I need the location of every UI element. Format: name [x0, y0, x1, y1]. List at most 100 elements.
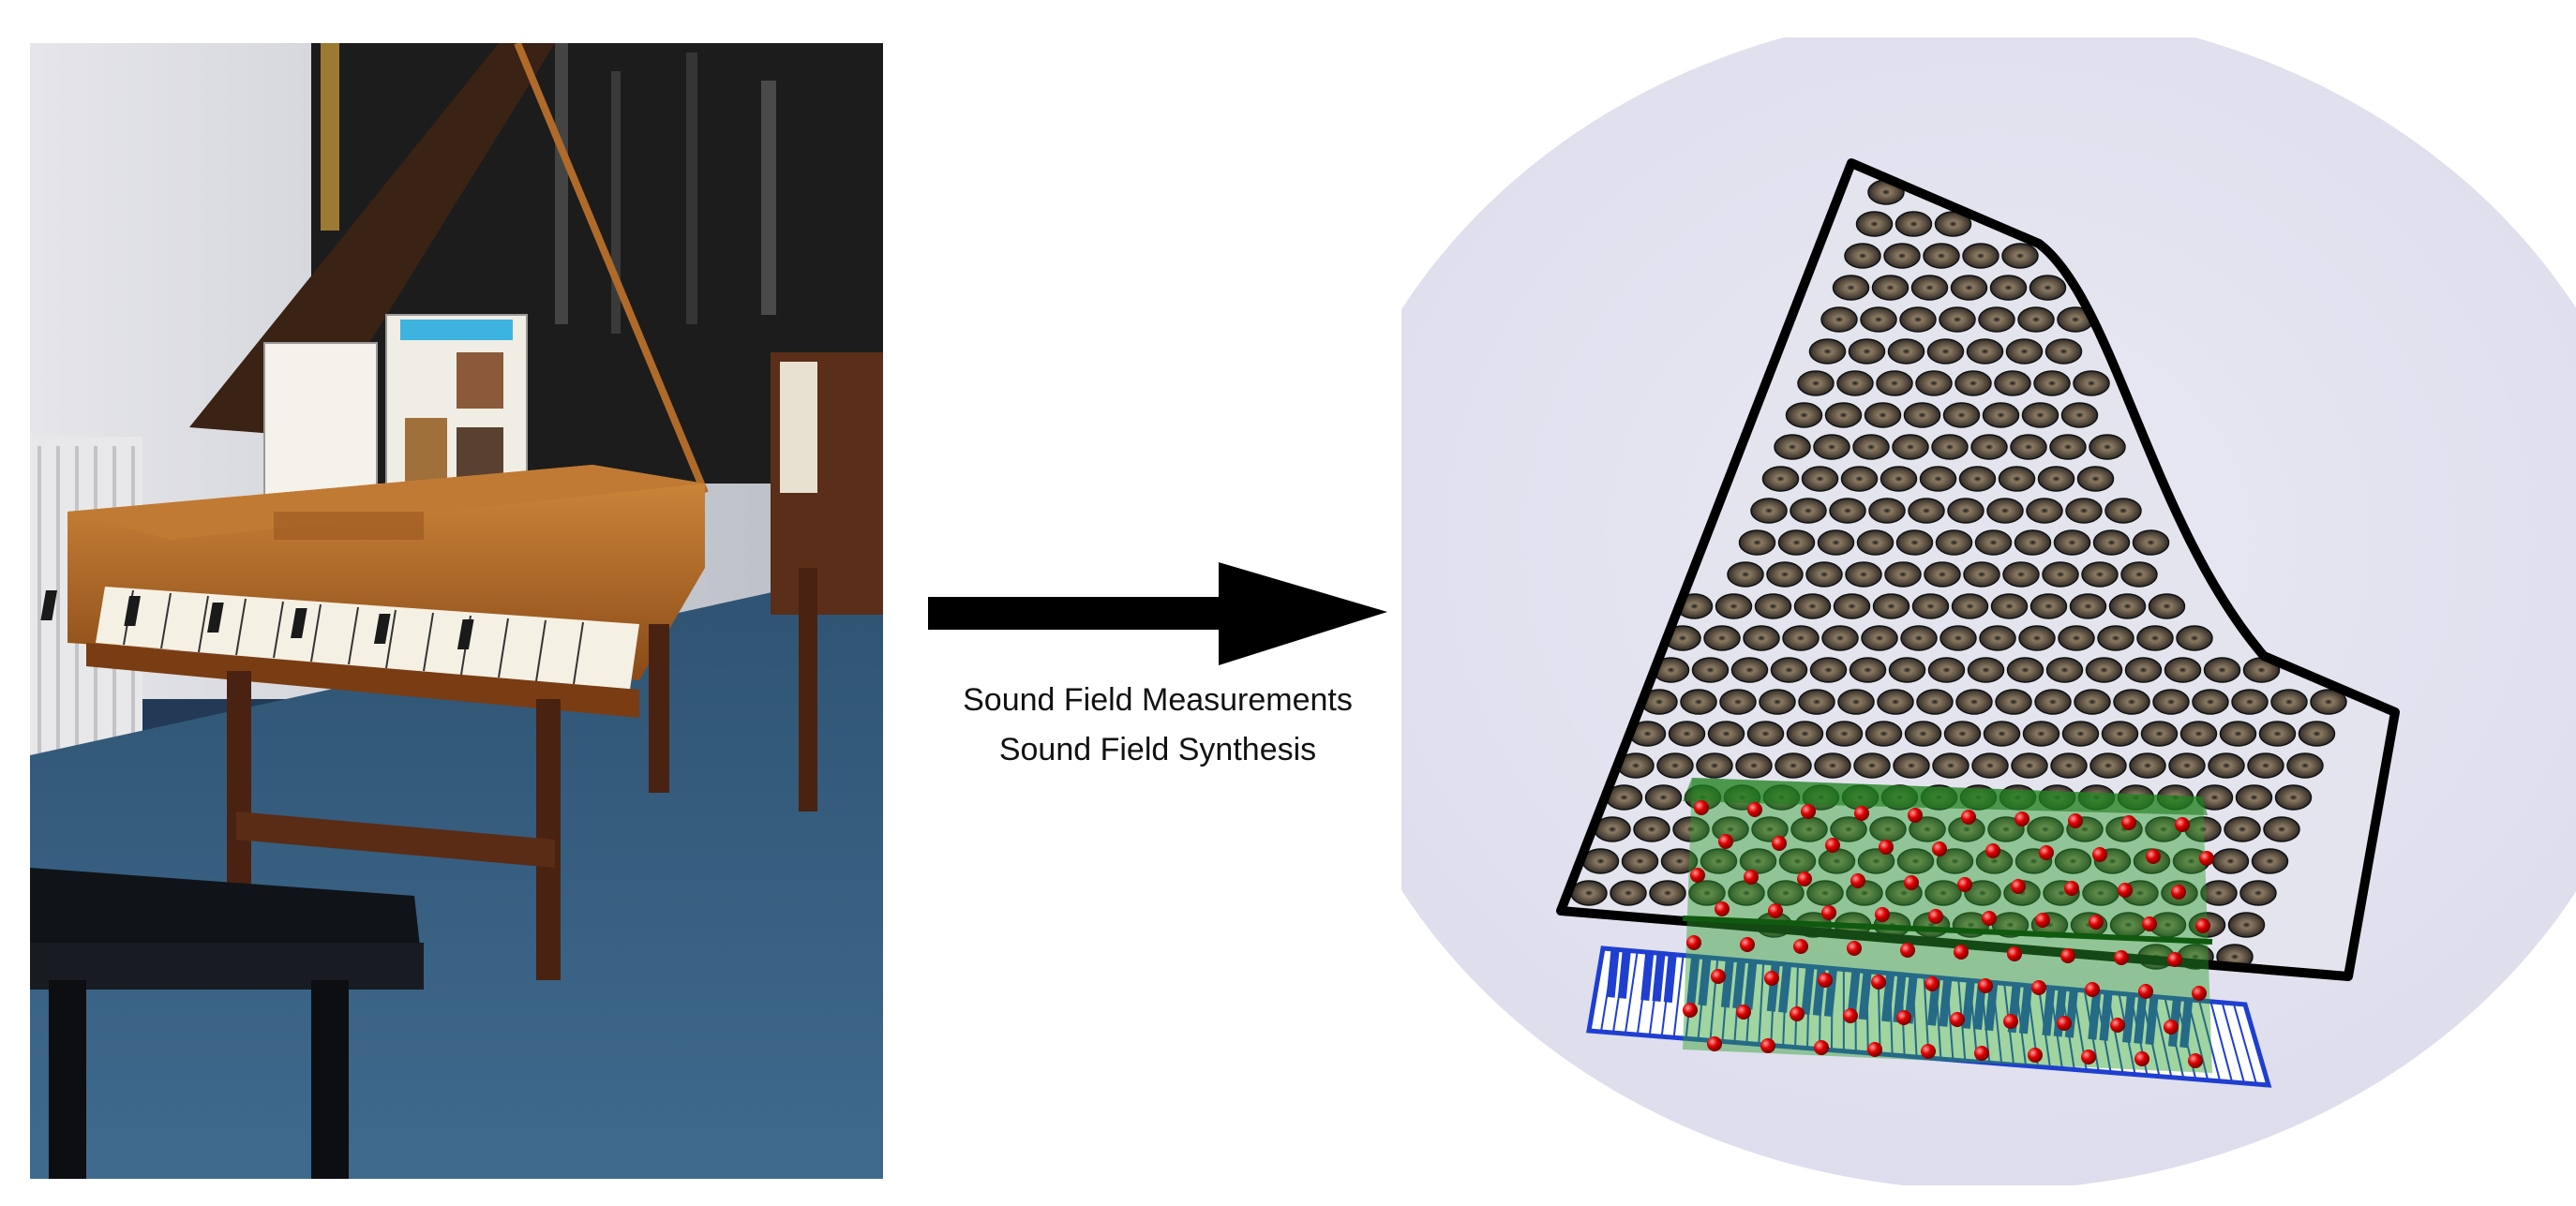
keyboard-black-key	[1744, 960, 1758, 1010]
keyboard-black-key	[2088, 990, 2102, 1040]
loudspeaker	[1814, 752, 1851, 779]
loudspeaker	[1876, 370, 1913, 396]
loudspeaker	[1813, 434, 1850, 460]
loudspeaker	[2005, 338, 2044, 365]
loudspeaker	[1877, 689, 1914, 715]
measurement-point	[1793, 939, 1808, 954]
loudspeaker	[2104, 498, 2142, 524]
keyboard-key-line	[1624, 951, 1639, 1035]
loudspeaker	[1871, 275, 1910, 301]
loudspeaker	[1888, 657, 1926, 683]
loudspeaker	[1830, 816, 1867, 842]
loudspeaker	[2027, 816, 2064, 842]
loudspeaker	[1883, 243, 1921, 269]
measurement-point	[2175, 817, 2190, 832]
loudspeaker	[1746, 721, 1785, 747]
loudspeaker	[1978, 306, 2015, 333]
loudspeaker	[1895, 211, 1933, 237]
loudspeaker	[1808, 338, 1847, 365]
measurement-point	[2057, 1016, 2072, 1031]
loudspeaker	[1797, 370, 1835, 396]
loudspeaker	[2200, 880, 2238, 906]
measurement-point	[1985, 843, 2000, 858]
loudspeaker	[1970, 434, 2008, 460]
loudspeaker	[1892, 434, 1929, 460]
measurement-point	[2014, 811, 2029, 826]
loudspeaker	[1967, 657, 2005, 683]
loudspeaker	[1990, 593, 2029, 619]
loudspeaker	[1778, 848, 1817, 874]
loudspeaker	[1971, 752, 2009, 779]
loudspeaker	[2001, 243, 2039, 269]
loudspeaker	[1974, 529, 2013, 556]
measurement-point	[2092, 847, 2107, 862]
measurement-point	[1896, 1010, 1911, 1025]
keyboard-key-line	[2221, 1002, 2246, 1084]
loudspeaker	[1833, 593, 1871, 619]
loudspeaker	[2017, 306, 2055, 333]
loudspeaker	[1896, 848, 1935, 874]
measurement-point	[1686, 935, 1701, 950]
loudspeaker	[1633, 816, 1670, 842]
loudspeaker	[1904, 721, 1942, 747]
loudspeaker	[2148, 593, 2186, 619]
loudspeaker	[2026, 498, 2063, 524]
keyboard-black-key	[2053, 988, 2067, 1037]
loudspeaker	[1982, 402, 2020, 428]
loudspeaker	[2263, 816, 2300, 842]
loudspeaker	[1837, 689, 1875, 715]
loudspeaker	[1994, 370, 2031, 396]
loudspeaker	[2002, 561, 2040, 588]
loudspeaker	[1872, 593, 1910, 619]
loudspeaker	[1644, 784, 1683, 811]
loudspeaker	[1660, 848, 1699, 874]
loudspeaker	[1691, 657, 1730, 683]
loudspeaker	[2073, 370, 2110, 396]
loudspeaker	[2021, 402, 2059, 428]
loudspeaker	[1832, 275, 1870, 301]
keyboard-black-key	[1893, 974, 1907, 1023]
measurement-point	[2085, 982, 2100, 997]
piano-photo	[30, 43, 883, 1179]
loudspeaker	[1820, 306, 1858, 333]
loudspeaker	[1668, 721, 1706, 747]
measurement-point	[2188, 1053, 2203, 1068]
loudspeaker	[1887, 338, 1925, 365]
loudspeaker	[2034, 689, 2072, 715]
loudspeaker	[1895, 529, 1934, 556]
loudspeaker	[2113, 689, 2150, 715]
measurement-point	[1854, 806, 1869, 821]
measurement-point	[1843, 1008, 1858, 1023]
loudspeaker	[2227, 912, 2266, 938]
loudspeaker	[2085, 657, 2123, 683]
keyboard-black-key	[2042, 987, 2056, 1036]
loudspeaker	[1786, 721, 1824, 747]
caption-synthesis: Sound Field Synthesis	[998, 732, 1317, 767]
loudspeaker	[1848, 338, 1886, 365]
keyboard-key-line	[1672, 955, 1685, 1038]
keyboard-key-line	[1794, 965, 1799, 1048]
measurement-point	[2007, 946, 2022, 961]
measurement-point	[1982, 911, 1997, 926]
measurement-point	[1715, 901, 1730, 916]
loudspeaker	[2006, 657, 2044, 683]
loudspeaker	[1775, 752, 1812, 779]
loudspeaker	[2108, 593, 2147, 619]
loudspeaker	[1672, 816, 1710, 842]
loudspeaker	[1884, 561, 1922, 588]
loudspeaker	[2132, 529, 2170, 556]
measurement-point	[1879, 840, 1894, 855]
loudspeaker	[1767, 880, 1805, 906]
loudspeaker	[1829, 498, 1866, 524]
loudspeaker	[1926, 338, 1965, 365]
loudspeaker	[1923, 243, 1960, 269]
measurement-point	[1900, 943, 1915, 958]
measurement-region-top	[1683, 778, 2208, 815]
loudspeaker	[1899, 306, 1937, 333]
measurement-point	[1764, 971, 1779, 986]
measurement-point	[1957, 877, 1972, 892]
measurement-point	[1908, 808, 1923, 823]
loudspeaker	[2231, 689, 2269, 715]
measurement-point	[1954, 945, 1969, 960]
measurement-point	[1961, 810, 1976, 825]
